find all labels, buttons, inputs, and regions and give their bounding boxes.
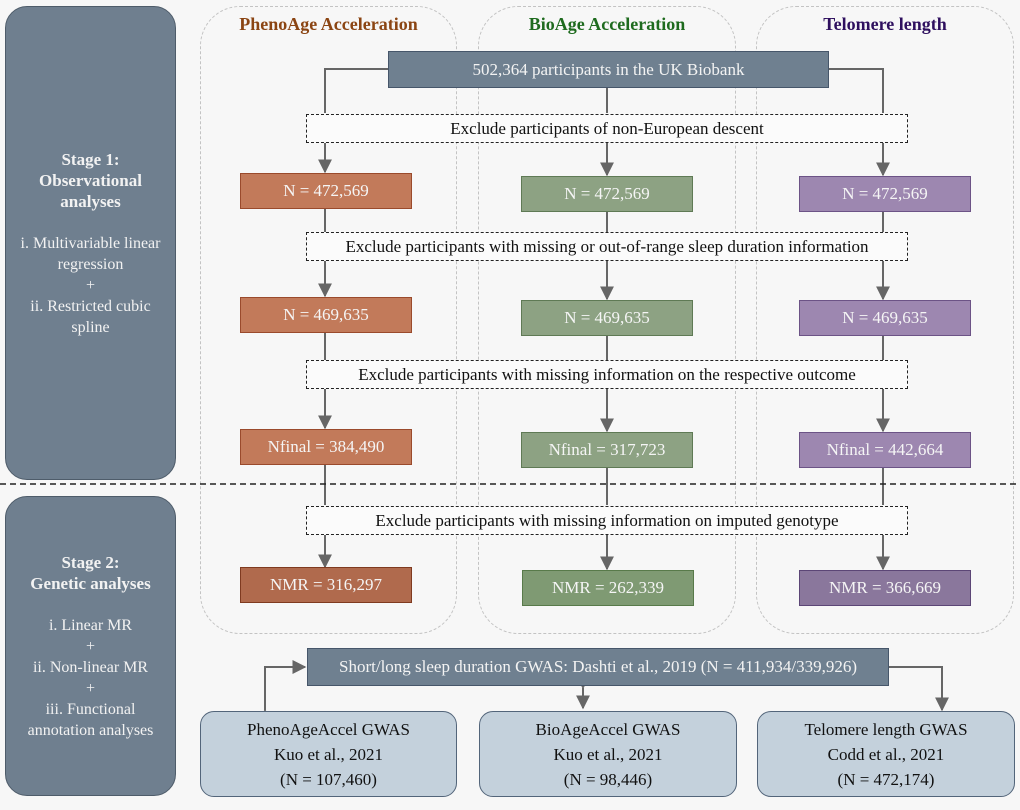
- n-value: = 384,490: [315, 437, 385, 456]
- bio-n-sleep: N = 469,635: [521, 300, 693, 336]
- stage-1-method-2b: spline: [71, 318, 110, 336]
- stage-2-plus-1: +: [85, 637, 96, 655]
- telo-gwas-box: Telomere length GWAS Codd et al., 2021 (…: [757, 711, 1015, 797]
- n-value: = 262,339: [594, 578, 665, 597]
- connector-source-pheno: [324, 68, 388, 113]
- pheno-gwas-box: PhenoAgeAccel GWAS Kuo et al., 2021 (N =…: [200, 711, 457, 797]
- stage-2-title-2: Genetic analyses: [30, 573, 151, 593]
- gwas-name: PhenoAgeAccel GWAS: [247, 719, 410, 739]
- connector-source-telo: [829, 68, 884, 113]
- gwas-n: (N = 107,460): [280, 769, 377, 789]
- exclusion-sleep: Exclude participants with missing or out…: [306, 232, 908, 261]
- n-subscript: MR: [282, 575, 309, 594]
- stage-1-title-1: Stage 1:: [61, 149, 120, 169]
- gwas-ref: Kuo et al., 2021: [273, 744, 384, 764]
- stage-1-method-1: i. Multivariable linear: [20, 234, 161, 252]
- gwas-ref: Codd et al., 2021: [827, 744, 945, 764]
- n-value: = 442,664: [874, 440, 944, 459]
- stage-2-plus-2: +: [85, 679, 96, 697]
- telo-column-title: Telomere length: [823, 14, 947, 34]
- stage-1-plus: +: [85, 276, 96, 294]
- n-label: N: [826, 440, 839, 459]
- bio-n-ancestry: N = 472,569: [521, 176, 693, 212]
- source-box: 502,364 participants in the UK Biobank: [388, 51, 829, 88]
- stage-2-method-3b: annotation analyses: [27, 721, 154, 739]
- stage-2-method-1: i. Linear MR: [48, 616, 133, 634]
- exclusion-genotype: Exclude participants with missing inform…: [306, 506, 908, 535]
- telo-column: [756, 6, 1014, 634]
- pheno-column: [200, 6, 457, 634]
- exclusion-outcome: Exclude participants with missing inform…: [306, 360, 908, 389]
- telo-n-sleep: N = 469,635: [799, 300, 971, 336]
- stage-2-panel: Stage 2: Genetic analyses i. Linear MR +…: [5, 496, 176, 796]
- pheno-column-title: PhenoAge Acceleration: [239, 14, 418, 34]
- stage-1-title-2: Observational: [39, 170, 142, 190]
- n-label: N: [828, 578, 842, 597]
- bio-column-title: BioAge Acceleration: [528, 14, 686, 34]
- n-label: N: [269, 575, 283, 594]
- n-value: = 316,297: [312, 575, 383, 594]
- gwas-n: (N = 98,446): [563, 769, 653, 789]
- stage-2-method-2: ii. Non-linear MR: [32, 658, 149, 676]
- exclusion-ancestry: Exclude participants of non-European des…: [306, 114, 908, 143]
- gwas-n: (N = 472,174): [837, 769, 935, 789]
- n-subscript: MR: [564, 578, 591, 597]
- n-subscript: final: [279, 437, 312, 456]
- pheno-n-ancestry: N = 472,569: [240, 173, 412, 209]
- stage-1-method-1b: regression: [57, 255, 124, 273]
- sleep-gwas-box: Short/long sleep duration GWAS: Dashti e…: [307, 648, 889, 686]
- gwas-name: Telomere length GWAS: [804, 719, 968, 739]
- n-label: N: [551, 578, 565, 597]
- stage-1-panel: Stage 1: Observational analyses i. Multi…: [5, 6, 176, 480]
- n-value: = 317,723: [596, 440, 666, 459]
- bio-gwas-box: BioAgeAccel GWAS Kuo et al., 2021 (N = 9…: [479, 711, 737, 797]
- n-label: N: [267, 437, 280, 456]
- n-label: N: [548, 440, 561, 459]
- n-subscript: final: [838, 440, 871, 459]
- n-subscript: final: [560, 440, 593, 459]
- stage-2-title-1: Stage 2:: [61, 552, 120, 572]
- stage-1-title-3: analyses: [60, 191, 121, 211]
- n-subscript: MR: [841, 578, 868, 597]
- stage-1-method-2: ii. Restricted cubic: [30, 297, 151, 315]
- bio-column: [478, 6, 736, 634]
- pheno-n-sleep: N = 469,635: [240, 297, 412, 333]
- n-value: = 366,669: [871, 578, 942, 597]
- gwas-name: BioAgeAccel GWAS: [535, 719, 681, 739]
- telo-n-ancestry: N = 472,569: [799, 176, 971, 212]
- gwas-ref: Kuo et al., 2021: [553, 744, 663, 764]
- stage-2-method-3: iii. Functional: [45, 700, 136, 718]
